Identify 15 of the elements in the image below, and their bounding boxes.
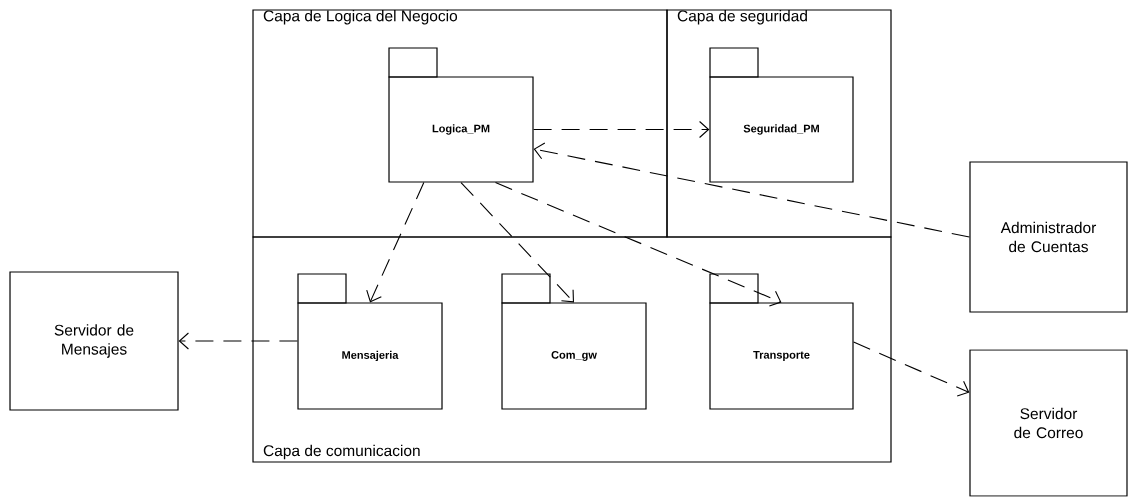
dependency-arrow — [853, 341, 970, 397]
dependency-arrow — [533, 120, 710, 139]
system-box: Servidor de Correo — [969, 349, 1128, 497]
package-icon-box: Logica_PM — [388, 47, 534, 183]
package-icon-box: Com_gw — [501, 273, 647, 410]
system-box: Servidor de Mensajes — [9, 271, 179, 411]
package-icon-box: Seguridad_PM — [709, 47, 854, 183]
dependency-arrow — [178, 332, 298, 350]
package-icon-box: Transporte — [709, 273, 854, 410]
system-box: Administrador de Cuentas — [969, 161, 1128, 313]
dependency-arrow — [533, 142, 970, 238]
package-icon-box: Mensajeria — [297, 273, 443, 410]
dependency-arrow — [460, 182, 574, 303]
dependency-arrow — [366, 182, 425, 303]
dependency-arrow — [494, 182, 782, 307]
